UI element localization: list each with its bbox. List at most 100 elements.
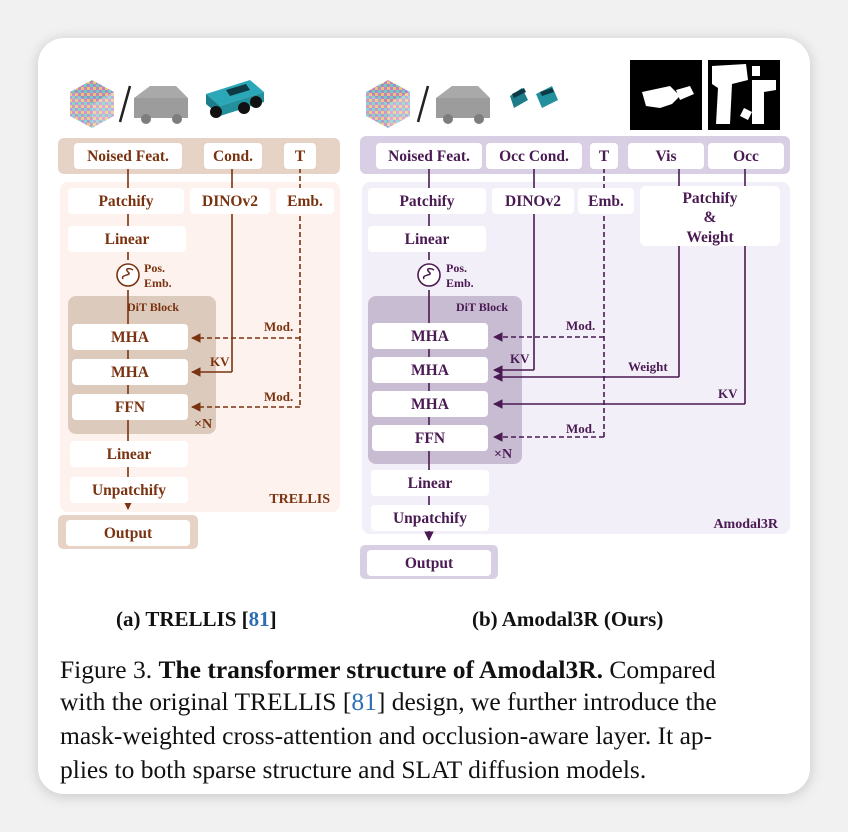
- noised-feat-box: [74, 143, 182, 169]
- linear-label: Linear: [408, 475, 453, 492]
- trellis-thumbnails: [70, 80, 264, 128]
- mha-label: MHA: [411, 328, 450, 345]
- teal-car-image: [206, 80, 264, 118]
- emb-box: [276, 188, 334, 214]
- gray-car-image: [436, 86, 490, 124]
- mod-label: Mod.: [566, 421, 595, 436]
- mod-label: Mod.: [566, 318, 595, 333]
- linear-label: Linear: [405, 231, 450, 248]
- amodal-thumbnails: [366, 60, 780, 130]
- vis-box: [628, 143, 704, 169]
- patchify-box: [368, 188, 486, 214]
- occ-cond-box: [486, 143, 582, 169]
- subcaption-b: (b) Amodal3R (Ours): [472, 607, 663, 632]
- mha-label: MHA: [111, 329, 150, 346]
- unpatchify-box: [371, 505, 489, 531]
- mha-label: MHA: [111, 364, 150, 381]
- noised-feat-label: Noised Feat.: [87, 148, 169, 165]
- output-label: Output: [104, 525, 153, 542]
- trellis-diagram: Noised Feat. Cond. T Patchify DINOv2 Emb…: [58, 138, 340, 549]
- linear-label: Linear: [105, 231, 150, 248]
- trellis-name-label: TRELLIS: [269, 492, 330, 507]
- occ-cond-label: Occ Cond.: [499, 148, 569, 165]
- ffn-label: FFN: [415, 430, 445, 447]
- patchify-weight-label: Patchify: [682, 190, 737, 207]
- vis-label: Vis: [656, 148, 677, 165]
- subcaption-b-text: (b) Amodal3R (Ours): [472, 607, 664, 631]
- cond-box: [204, 143, 262, 169]
- kv-label: KV: [718, 386, 738, 401]
- citation-link[interactable]: 81: [248, 607, 270, 631]
- figure-label: Figure 3.: [60, 655, 153, 684]
- sine-icon: [121, 267, 134, 280]
- patchify-label: Patchify: [399, 193, 454, 210]
- subcaption-a-prefix: (a) TRELLIS [: [116, 607, 249, 631]
- caption-text: ] design, we further introduce the: [376, 687, 717, 716]
- citation-link[interactable]: 81: [351, 687, 377, 716]
- patchify-box: [68, 188, 184, 214]
- pos-label: Pos.: [446, 261, 467, 275]
- patchify-weight-box: [640, 186, 780, 246]
- emb-label: Emb.: [588, 193, 624, 210]
- patchify-label: Patchify: [98, 193, 153, 210]
- linear-label: Linear: [107, 446, 152, 463]
- mod-label: Mod.: [264, 319, 293, 334]
- ffn-box: [72, 394, 188, 420]
- dit-block-label: DiT Block: [456, 300, 508, 314]
- noisy-cube-image: [366, 80, 410, 128]
- mha-box: [72, 359, 188, 385]
- caption-line-3: mask-weighted cross-attention and occlus…: [60, 721, 712, 751]
- t-box: [590, 143, 618, 169]
- subcaption-a-suffix: ]: [269, 607, 277, 631]
- mha-box: [372, 323, 488, 349]
- dinov2-label: DINOv2: [505, 193, 561, 210]
- architecture-diagram: Noised Feat. Cond. T Patchify DINOv2 Emb…: [58, 60, 790, 579]
- subcaption-a: (a) TRELLIS [81]: [116, 607, 277, 632]
- repeat-label: ×N: [194, 417, 212, 432]
- sine-icon: [422, 267, 435, 280]
- kv-label: KV: [510, 351, 530, 366]
- weight-label: Weight: [628, 359, 668, 374]
- caption-text: Compared: [609, 655, 716, 684]
- output-label: Output: [405, 555, 454, 572]
- occ-box: [708, 143, 784, 169]
- pos-label: Pos.: [144, 261, 165, 275]
- unpatchify-label: Unpatchify: [393, 510, 467, 527]
- linear-box: [368, 226, 486, 252]
- patchify-weight-label: &: [704, 209, 717, 226]
- t-label: T: [295, 148, 306, 165]
- linear-box: [70, 441, 188, 467]
- noised-feat-label: Noised Feat.: [388, 148, 470, 165]
- partial-car-image: [510, 86, 558, 108]
- kv-label: KV: [210, 354, 230, 369]
- caption-text: plies to both sparse structure and SLAT …: [60, 755, 647, 784]
- output-box: [367, 550, 491, 576]
- mha-label: MHA: [411, 396, 450, 413]
- amodal-diagram: Noised Feat. Occ Cond. T Vis Occ Patchif…: [360, 136, 790, 579]
- caption-text: with the original TRELLIS [: [60, 687, 352, 716]
- emb-label: Emb.: [287, 193, 323, 210]
- caption-line-1: Figure 3. The transformer structure of A…: [60, 655, 716, 685]
- gray-car-image: [134, 86, 188, 124]
- patchify-weight-label: Weight: [686, 229, 734, 246]
- t-box: [284, 143, 316, 169]
- output-box: [66, 520, 190, 546]
- emb-label: Emb.: [446, 276, 474, 290]
- ffn-box: [372, 425, 488, 451]
- noisy-cube-image: [70, 80, 114, 128]
- repeat-label: ×N: [494, 447, 512, 462]
- caption-line-4: plies to both sparse structure and SLAT …: [60, 755, 646, 785]
- unpatchify-label: Unpatchify: [92, 482, 166, 499]
- caption-line-2: with the original TRELLIS [81] design, w…: [60, 687, 717, 717]
- mod-label: Mod.: [264, 389, 293, 404]
- slash-divider: [118, 85, 132, 123]
- ffn-label: FFN: [115, 399, 145, 416]
- amodal-name-label: Amodal3R: [713, 517, 778, 532]
- dinov2-box: [190, 188, 270, 214]
- caption-text: mask-weighted cross-attention and occlus…: [60, 721, 713, 750]
- mha-box: [372, 357, 488, 383]
- occ-label: Occ: [733, 148, 759, 165]
- emb-box: [578, 188, 634, 214]
- mha-box: [72, 324, 188, 350]
- t-label: T: [599, 148, 610, 165]
